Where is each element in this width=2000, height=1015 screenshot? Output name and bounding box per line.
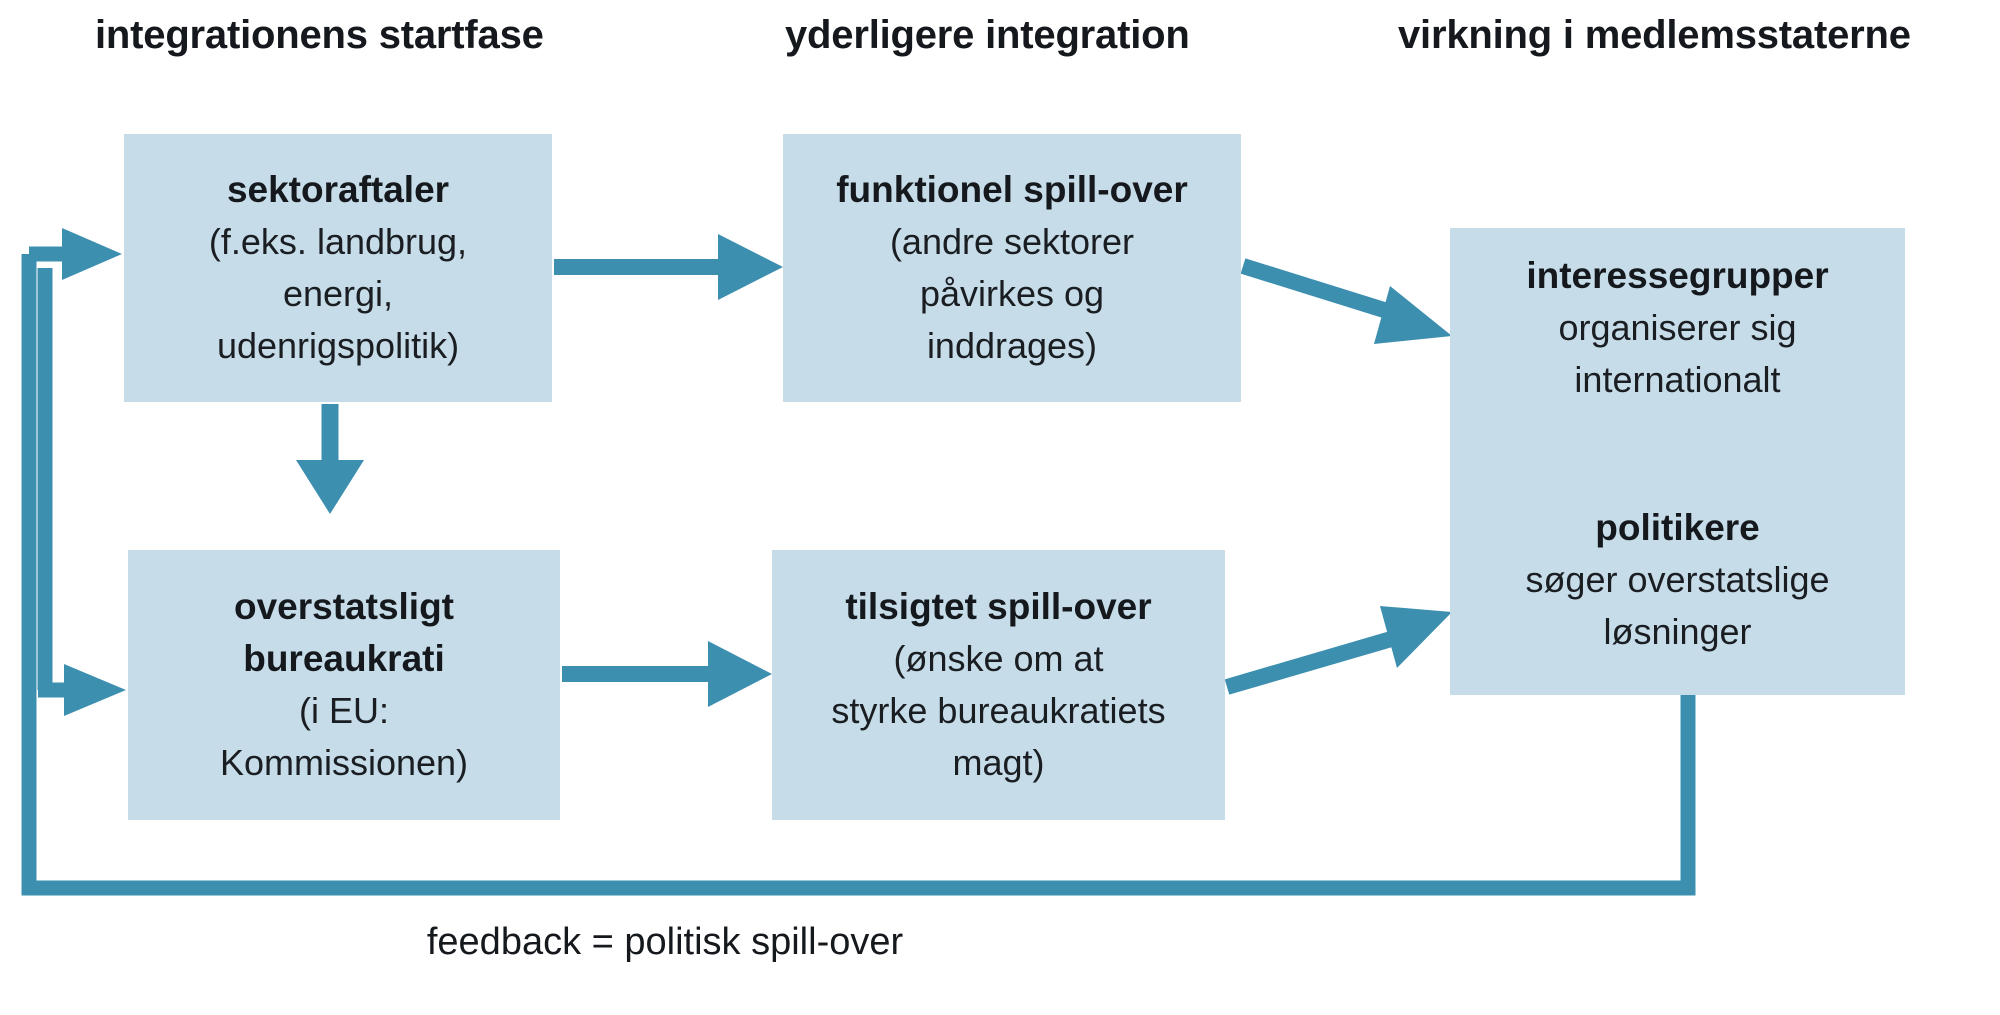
node-tilsigtet-detail-line-1: (ønske om at [893,638,1104,679]
node-sektoraftaler-detail-line-3: udenrigspolitik) [216,325,460,366]
arrow-feedback-to-overstatsligt [38,664,126,716]
column-header-yderligere-integration: yderligere integration [785,13,1190,57]
node-funktionel-detail-line-3: inddrages) [926,325,1098,366]
node-overstatsligt-detail-line-2: Kommissionen) [219,742,469,783]
node-tilsigtet-spill-over[interactable]: tilsigtet spill-over (ønske om at styrke… [772,550,1225,820]
node-sektoraftaler-title: sektoraftaler [226,169,450,210]
node-virkning-politikere-line-1: søger overstatslige [1525,559,1830,600]
node-overstatsligt-detail-line-1: (i EU: [299,690,389,731]
column-header-integrationens-startfase: integrationens startfase [95,13,544,57]
node-virkning-interessegrupper-title: interessegrupper [1526,255,1829,296]
node-virkning-interessegrupper-line-2: internationalt [1574,359,1781,400]
node-sektoraftaler[interactable]: sektoraftaler (f.eks. landbrug, energi, … [124,134,552,402]
node-virkning-group-interessegrupper: interessegrupper organiserer sig interna… [1460,250,1895,406]
arrow-feedback-to-sektoraftaler [29,228,122,280]
node-overstatsligt-bureaukrati[interactable]: overstatsligt bureaukrati (i EU: Kommiss… [128,550,560,820]
node-funktionel-detail-line-2: påvirkes og [919,273,1105,314]
node-funktionel-spill-over[interactable]: funktionel spill-over (andre sektorer på… [783,134,1241,402]
node-overstatsligt-title-line-1: overstatsligt [233,586,454,627]
node-tilsigtet-detail-line-3: magt) [952,742,1045,783]
node-sektoraftaler-detail-line-2: energi, [282,273,394,314]
node-virkning-group-politikere: politikere søger overstatslige løsninger [1460,502,1895,658]
node-funktionel-detail-line-1: (andre sektorer [889,221,1135,262]
column-header-virkning-i-medlemsstaterne: virkning i medlemsstaterne [1398,13,1911,57]
node-overstatsligt-title-line-2: bureaukrati [243,638,445,679]
node-tilsigtet-detail-line-2: styrke bureaukratiets [831,690,1166,731]
node-sektoraftaler-detail-line-1: (f.eks. landbrug, [208,221,468,262]
arrow-tilsigtet-to-virkning [1224,606,1452,695]
node-tilsigtet-title: tilsigtet spill-over [845,586,1152,627]
arrow-overstatsligt-to-tilsigtet [562,641,772,707]
arrow-sektoraftaler-to-funktionel [554,234,783,300]
node-virkning-i-medlemsstaterne[interactable]: interessegrupper organiserer sig interna… [1450,228,1905,695]
node-virkning-politikere-title: politikere [1595,507,1760,548]
arrow-funktionel-to-virkning [1240,258,1452,344]
arrow-sektoraftaler-to-overstatsligt [296,404,364,514]
feedback-caption: feedback = politisk spill-over [426,921,904,963]
node-virkning-politikere-line-2: løsninger [1603,611,1752,652]
node-virkning-interessegrupper-line-1: organiserer sig [1558,307,1797,348]
node-funktionel-title: funktionel spill-over [836,169,1188,210]
